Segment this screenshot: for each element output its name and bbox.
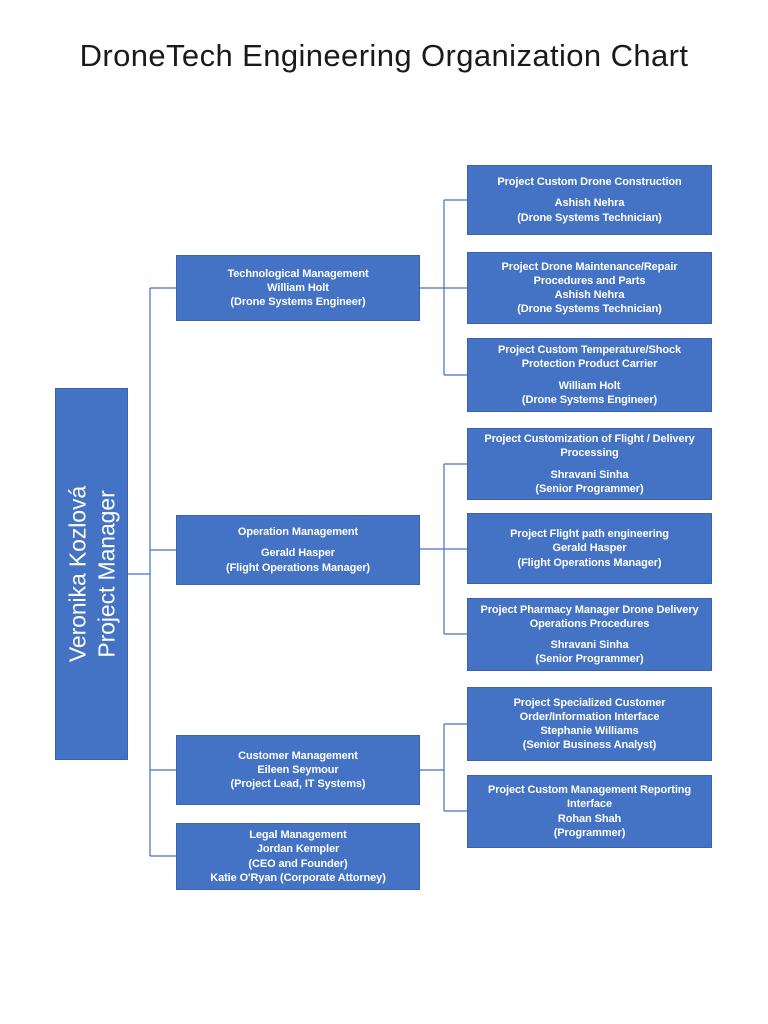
connector-operation-group [420,463,467,635]
person-role: (Flight Operations Manager) [517,556,662,569]
project-title: Project Customization of Flight / Delive… [484,433,695,460]
project-title: Project Drone Maintenance/Repair Procedu… [501,260,678,287]
person-role: Project Manager [92,490,119,658]
person-role: (Flight Operations Manager) [226,561,370,574]
person-name: Eileen Seymour [257,763,339,776]
person-name: Veronika Kozlová [63,485,90,663]
person-role: (Senior Programmer) [535,482,644,495]
person-name: Jordan Kempler [256,843,340,856]
project-title: Project Pharmacy Manager Drone Delivery … [480,603,699,630]
connector-tech-group [420,199,467,376]
org-node-project-drone-maintenance-repair: Project Drone Maintenance/Repair Procedu… [467,252,712,324]
org-node-project-management-reporting-interface: Project Custom Management Reporting Inte… [467,775,712,848]
person-role: (Drone Systems Engineer) [521,393,658,406]
dept-label: Technological Management [227,267,369,280]
org-node-legal-management: Legal Management Jordan Kempler (CEO and… [176,823,420,890]
person-role: (CEO and Founder) [248,857,348,870]
person-extra: Katie O'Ryan (Corporate Attorney) [210,871,386,884]
org-node-project-temperature-shock-carrier: Project Custom Temperature/Shock Protect… [467,338,712,412]
connector-root-group [128,287,176,857]
root-vertical-text: Veronika Kozlová Project Manager [55,388,128,760]
org-node-customer-management: Customer Management Eileen Seymour (Proj… [176,735,420,805]
dept-label: Legal Management [249,829,347,842]
org-node-project-custom-drone-construction: Project Custom Drone Construction Ashish… [467,165,712,235]
person-role: (Programmer) [553,826,626,839]
org-node-project-customer-order-interface: Project Specialized Customer Order/Infor… [467,687,712,761]
person-name: Gerald Hasper [261,547,335,560]
org-node-project-flight-path-engineering: Project Flight path engineering Gerald H… [467,513,712,584]
project-title: Project Custom Management Reporting Inte… [487,784,692,811]
page-title: DroneTech Engineering Organization Chart [79,38,689,73]
org-node-operation-management: Operation Management Gerald Hasper (Flig… [176,515,420,585]
org-node-project-pharmacy-drone-delivery: Project Pharmacy Manager Drone Delivery … [467,598,712,671]
dept-label: Customer Management [238,749,358,762]
person-name: Stephanie Williams [540,725,639,737]
dept-label: Operation Management [237,526,359,539]
project-title: Project Specialized Customer Order/Infor… [513,696,666,723]
project-title: Project Custom Temperature/Shock Protect… [497,344,682,371]
person-role: (Project Lead, IT Systems) [230,778,366,791]
person-name: Shravani Sinha [550,468,629,481]
person-name: William Holt [558,379,621,392]
connector-customer-group [420,723,467,812]
project-title: Project Custom Drone Construction [497,176,682,189]
project-title: Project Flight path engineering [510,528,669,541]
person-name: Shravani Sinha [550,639,629,651]
person-name: Rohan Shah [557,812,622,825]
person-role: (Senior Business Analyst) [522,739,657,752]
org-node-project-flight-delivery-processing: Project Customization of Flight / Delive… [467,428,712,500]
person-name: Ashish Nehra [554,197,625,210]
person-name: Ashish Nehra [554,289,625,301]
org-node-project-manager: Veronika Kozlová Project Manager [55,388,128,760]
person-role: (Drone Systems Technician) [517,303,662,316]
person-role: (Drone Systems Engineer) [230,296,366,309]
person-name: William Holt [267,281,329,294]
person-role: (Drone Systems Technician) [517,211,662,224]
person-role: (Senior Programmer) [535,653,644,666]
person-name: Gerald Hasper [552,542,627,555]
org-node-technological-management: Technological Management William Holt (D… [176,255,420,321]
